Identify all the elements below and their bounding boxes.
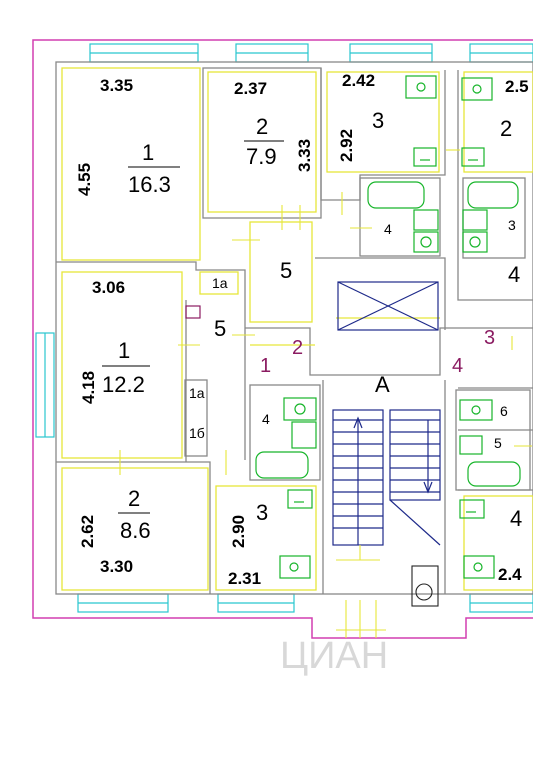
room1b-area: 12.2 <box>102 372 145 397</box>
stairs <box>332 409 441 546</box>
apartment-4-number: 4 <box>452 355 463 377</box>
room-labels: 1 16.3 2 7.9 3 2 4 3 4 5 1а 1 12.2 5 1а … <box>102 108 522 543</box>
dim-room4-right-width: 2.4 <box>498 565 522 584</box>
vent-marker <box>185 305 201 319</box>
room3b-number: 3 <box>256 500 268 525</box>
room2-right-number: 2 <box>500 116 512 141</box>
dim-room2a-length: 3.33 <box>295 139 314 172</box>
closet-1b-number: 1б <box>189 425 205 441</box>
apartment-3-number: 3 <box>484 327 495 349</box>
apartment-2-number: 2 <box>292 337 303 359</box>
dim-room2b-width: 3.30 <box>100 557 133 576</box>
dim-room2b-length: 2.62 <box>78 515 97 548</box>
elevator-shaft <box>337 281 439 331</box>
bath-4-left-number: 4 <box>262 411 270 427</box>
room2b-number: 2 <box>128 486 140 511</box>
stairwell-label: А <box>375 372 390 397</box>
watermark: ЦИАН <box>280 635 388 677</box>
hall5-mid-number: 5 <box>214 316 226 341</box>
dim-room1a-length: 4.55 <box>75 163 94 196</box>
dim-room1b-width: 3.06 <box>92 278 125 297</box>
room1a-area: 16.3 <box>128 172 171 197</box>
room5-right-number: 5 <box>494 435 502 451</box>
room1a-number: 1 <box>142 140 154 165</box>
dim-room2-right-width: 2.5 <box>505 77 529 96</box>
dim-room3b-length: 2.90 <box>229 515 248 548</box>
apartment-1-number: 1 <box>260 355 271 377</box>
door-ticks <box>119 149 532 638</box>
bath-3-right-number: 3 <box>508 217 516 233</box>
room6-right-number: 6 <box>500 403 508 419</box>
room1a-small-number: 1а <box>212 275 228 291</box>
dim-room1a-width: 3.35 <box>100 76 133 95</box>
room2a-area: 7.9 <box>246 144 277 169</box>
hall5-top-number: 5 <box>280 258 292 283</box>
room4-right-bottom-number: 4 <box>510 506 522 531</box>
dim-room3a-length: 2.92 <box>337 129 356 162</box>
dimensions: 3.35 4.55 2.37 3.33 2.42 2.92 2.5 3.06 4… <box>75 71 529 588</box>
outer-walls <box>32 39 533 639</box>
closet-1a-number: 1а <box>189 385 205 401</box>
room2a-number: 2 <box>256 114 268 139</box>
room3a-number: 3 <box>372 108 384 133</box>
bath-4-top-number: 4 <box>384 221 392 237</box>
room4-right-top-number: 4 <box>508 262 520 287</box>
dim-room3b-width: 2.31 <box>228 569 261 588</box>
room2b-area: 8.6 <box>120 518 151 543</box>
dim-room1b-length: 4.18 <box>79 371 98 404</box>
inner-walls <box>55 61 533 595</box>
details <box>411 565 439 607</box>
dim-room3a-width: 2.42 <box>342 71 375 90</box>
room1b-number: 1 <box>118 338 130 363</box>
fixtures <box>255 75 521 579</box>
dim-room2a-width: 2.37 <box>234 79 267 98</box>
room-outlines <box>61 67 533 591</box>
apartment-numbers: 1 2 3 4 <box>260 327 495 377</box>
